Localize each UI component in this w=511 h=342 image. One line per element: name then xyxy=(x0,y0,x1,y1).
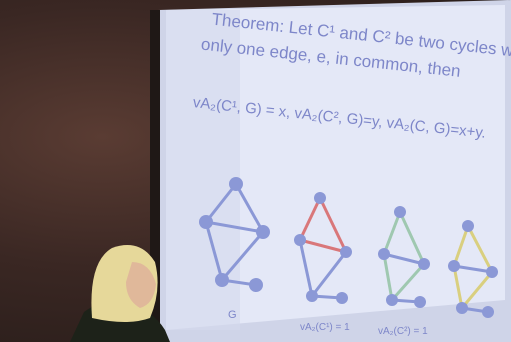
graph-cycle-2 xyxy=(378,206,430,308)
screen-edge xyxy=(150,10,160,342)
graph-label-g: G xyxy=(228,309,237,321)
graph-g xyxy=(199,177,270,292)
graph-cycle-1 xyxy=(294,192,352,304)
graph-cycle-combined xyxy=(448,220,498,318)
graph-label-c2: vA₂(C²) = 1 xyxy=(378,326,428,337)
slide-surface xyxy=(166,5,505,330)
presenter-face xyxy=(126,262,156,308)
graph-label-c1: vA₂(C¹) = 1 xyxy=(300,322,350,333)
slide-shadow-left xyxy=(166,10,240,330)
